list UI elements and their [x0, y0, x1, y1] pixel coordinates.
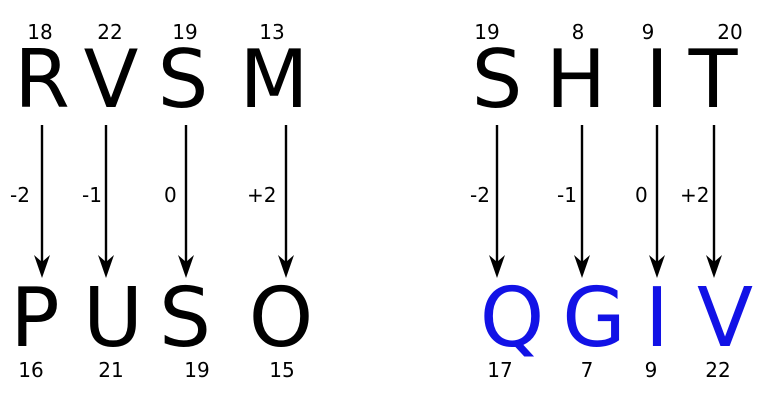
bottom-number: 21: [98, 358, 124, 382]
shift-label-g0-c0: -2: [10, 183, 30, 207]
top-number: 19: [172, 20, 198, 44]
bottom-number: 7: [580, 358, 594, 382]
arrowhead-g1-c0: [489, 255, 505, 278]
arrowhead-g0-c2: [178, 255, 194, 278]
shift-label-g0-c1: -1: [82, 183, 102, 207]
top-number: 8: [571, 20, 585, 44]
top-letter: M: [239, 33, 309, 126]
top-letter: I: [645, 33, 669, 126]
arrowhead-g0-c0: [34, 255, 50, 278]
top-letter: R: [14, 33, 70, 126]
top-letter: S: [157, 33, 209, 126]
bottom-number: 16: [18, 358, 44, 382]
bottom-letter: U: [82, 271, 144, 366]
arrowhead-g1-c3: [706, 255, 722, 278]
bottom-letter: Q: [479, 271, 545, 366]
top-number: 19: [474, 20, 500, 44]
bottom-letter: P: [10, 271, 60, 366]
bottom-number: 17: [487, 358, 513, 382]
arrowhead-g0-c3: [278, 255, 294, 278]
bottom-number: 9: [644, 358, 658, 382]
bottom-letter: O: [248, 271, 314, 366]
bottom-number: 22: [705, 358, 731, 382]
shift-label-g0-c2: 0: [164, 183, 177, 207]
top-letter: V: [83, 33, 139, 126]
top-letter: T: [688, 33, 738, 126]
shift-label-g0-c3: +2: [247, 183, 277, 207]
bottom-letter: S: [158, 271, 212, 366]
shift-label-g1-c3: +2: [680, 183, 710, 207]
bottom-letter: V: [696, 271, 754, 366]
arrowhead-g1-c2: [649, 255, 665, 278]
shift-label-g1-c0: -2: [470, 183, 490, 207]
arrowhead-g1-c1: [574, 255, 590, 278]
bottom-number: 15: [269, 358, 295, 382]
top-number: 22: [97, 20, 123, 44]
top-number: 18: [27, 20, 53, 44]
bottom-number: 19: [184, 358, 210, 382]
bottom-letter: I: [644, 271, 670, 366]
shift-label-g1-c2: 0: [635, 183, 648, 207]
bottom-letter: G: [562, 271, 626, 366]
arrowhead-g0-c1: [98, 255, 114, 278]
top-number: 9: [641, 20, 655, 44]
top-letter: S: [471, 33, 523, 126]
shift-label-g1-c1: -1: [557, 183, 577, 207]
top-letter: H: [545, 33, 607, 126]
top-number: 20: [717, 20, 743, 44]
top-number: 13: [259, 20, 285, 44]
